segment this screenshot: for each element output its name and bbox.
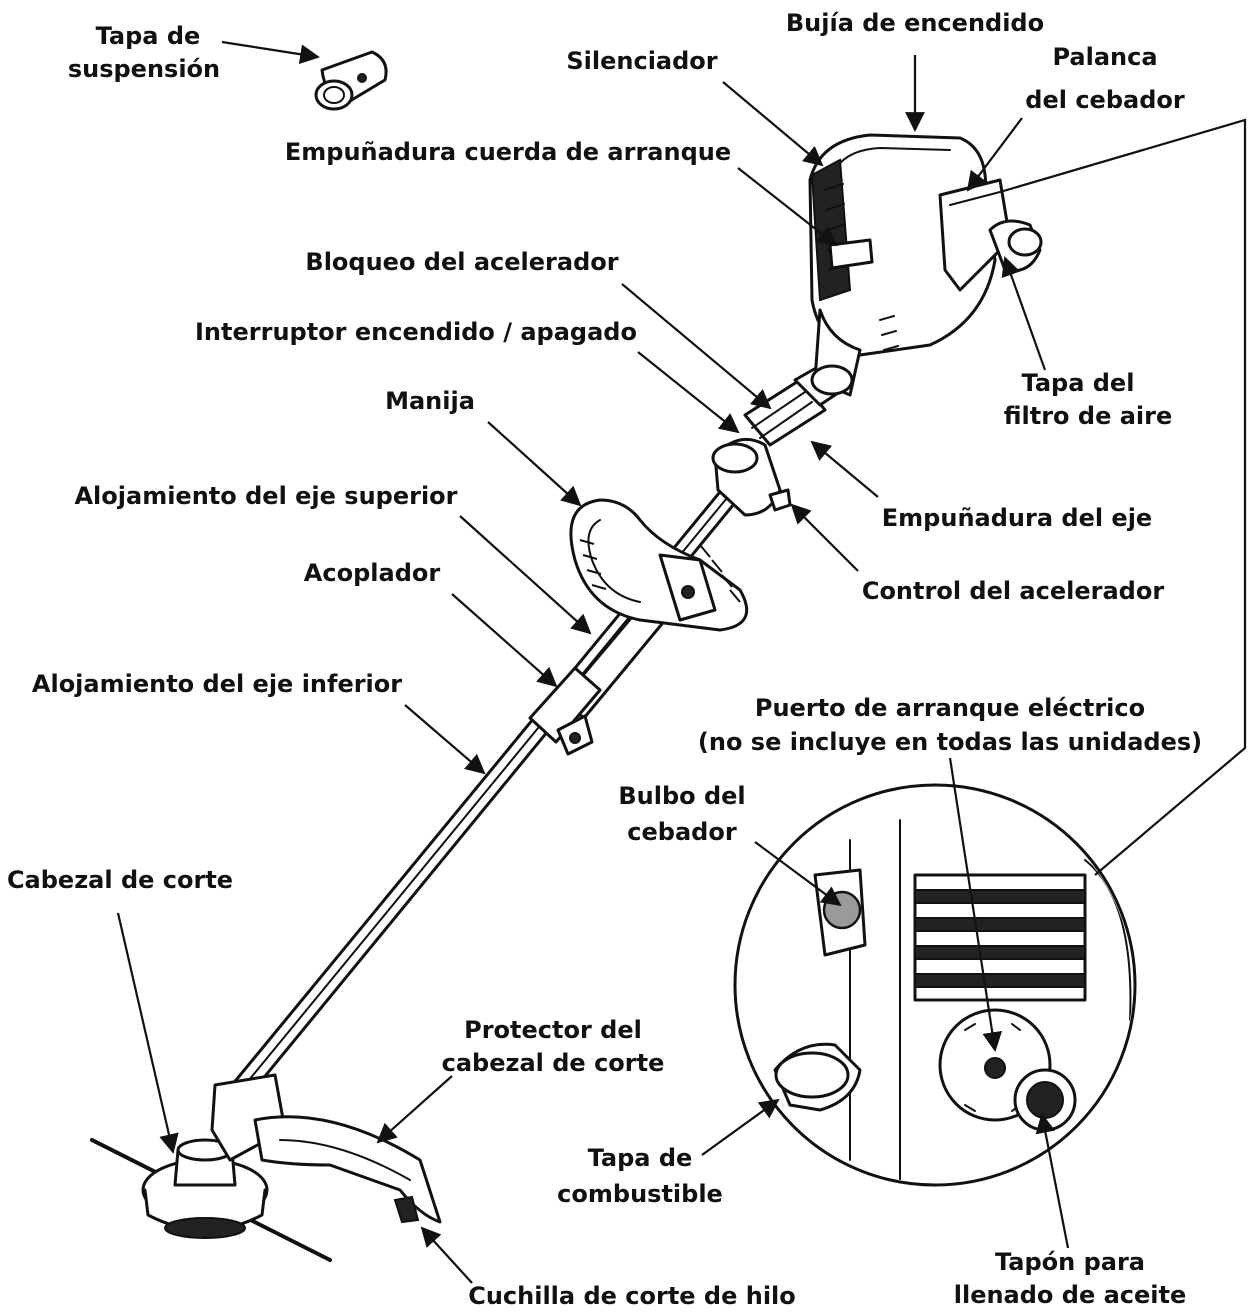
label-empunadura-eje: Empuñadura del eje: [882, 504, 1152, 532]
label-alojamiento-superior: Alojamiento del eje superior: [74, 482, 457, 510]
labels: Tapa de suspensión Bujía de encendido Si…: [7, 9, 1202, 1310]
label-tapa-filtro-1: Tapa del: [1022, 369, 1135, 397]
label-protector-1: Protector del: [464, 1016, 642, 1044]
handle-drawing: [569, 498, 749, 632]
inset-detail-drawing: [733, 783, 1137, 1187]
label-bloqueo-acelerador: Bloqueo del acelerador: [305, 248, 618, 276]
label-palanca-1: Palanca: [1052, 43, 1157, 71]
label-cuchilla: Cuchilla de corte de hilo: [468, 1282, 796, 1310]
label-tapa-combustible-2: combustible: [557, 1180, 723, 1208]
leader-lines: [116, 40, 1070, 1284]
label-puerto-arranque-2: (no se incluye en todas las unidades): [698, 728, 1202, 756]
label-tapa-suspension-1: Tapa de: [96, 22, 201, 50]
label-bulbo-cebador-2: cebador: [627, 818, 737, 846]
label-empunadura-cuerda: Empuñadura cuerda de arranque: [285, 138, 731, 166]
label-tapa-filtro-2: filtro de aire: [1004, 402, 1173, 430]
hanger-cap-drawing: [314, 50, 388, 111]
label-puerto-arranque-1: Puerto de arranque eléctrico: [755, 694, 1145, 722]
label-bujia: Bujía de encendido: [786, 9, 1044, 37]
label-silenciador: Silenciador: [566, 47, 717, 75]
label-protector-2: cabezal de corte: [442, 1049, 665, 1077]
label-palanca-2: del cebador: [1025, 86, 1185, 114]
label-control-acelerador: Control del acelerador: [862, 577, 1165, 605]
label-tapa-suspension-2: suspensión: [68, 55, 220, 83]
label-acoplador: Acoplador: [304, 559, 441, 587]
label-bulbo-cebador-1: Bulbo del: [618, 782, 745, 810]
label-cabezal-corte: Cabezal de corte: [7, 866, 233, 894]
label-alojamiento-inferior: Alojamiento del eje inferior: [32, 670, 402, 698]
engine-drawing: [808, 133, 1043, 397]
label-manija: Manija: [385, 387, 475, 415]
trimmer-illustration: [90, 50, 1247, 1262]
label-tapon-aceite-1: Tapón para: [995, 1248, 1145, 1276]
label-tapa-combustible-1: Tapa de: [588, 1144, 693, 1172]
cutting-head-drawing: [90, 1073, 442, 1262]
inset-connector-line: [999, 118, 1247, 876]
label-tapon-aceite-2: llenado de aceite: [954, 1281, 1187, 1309]
label-interruptor: Interruptor encendido / apagado: [195, 318, 637, 346]
